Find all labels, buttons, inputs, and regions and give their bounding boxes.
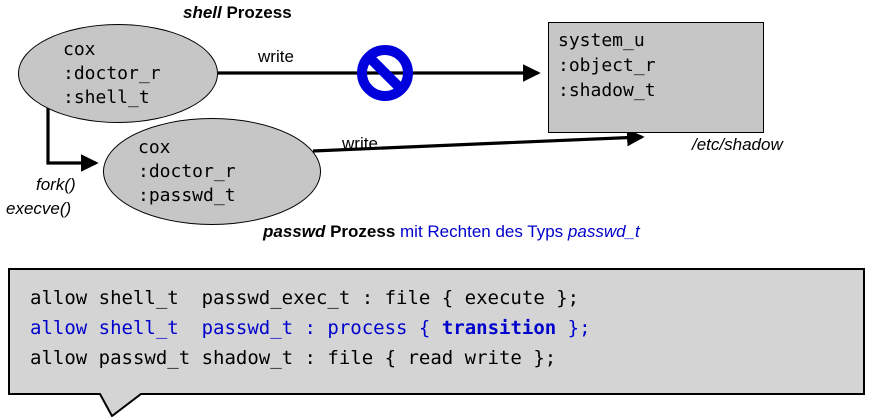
- passwd-process-caption: passwd Prozess mit Rechten des Typs pass…: [263, 222, 640, 241]
- shadow-role-label: :object_r: [558, 55, 656, 76]
- passwd-process-node: cox :doctor_r :passwd_t: [103, 118, 321, 225]
- shell-process-title: shell Prozess: [183, 3, 292, 22]
- fork-label: fork(): [36, 175, 76, 194]
- fork-execve-arrow: [46, 103, 99, 172]
- write-label-bottom: write: [342, 134, 378, 153]
- prohibition-icon: [357, 45, 413, 101]
- passwd-user-label: cox: [138, 136, 171, 158]
- shell-role-label: :doctor_r: [63, 62, 161, 84]
- shell-type-label: :shell_t: [63, 86, 150, 108]
- shadow-type-label: :shadow_t: [558, 80, 656, 101]
- passwd-type-label: :passwd_t: [138, 184, 236, 206]
- allow-rule-transition: allow shell_t passwd_t : process { trans…: [30, 317, 591, 339]
- write-arrow-allowed: [312, 128, 645, 153]
- code-callout-bubble: [8, 268, 865, 417]
- shadow-user-label: system_u: [558, 30, 645, 51]
- etc-shadow-path-label: /etc/shadow: [692, 135, 783, 154]
- allow-rule-exec: allow shell_t passwd_exec_t : file { exe…: [30, 287, 580, 309]
- shell-process-node: cox :doctor_r :shell_t: [18, 24, 218, 123]
- shadow-file-node: system_u :object_r :shadow_t: [548, 22, 764, 133]
- execve-label: execve(): [6, 199, 72, 218]
- shell-user-label: cox: [63, 38, 96, 60]
- allow-rule-readwrite: allow passwd_t shadow_t : file { read wr…: [30, 347, 557, 369]
- write-label-top: write: [258, 47, 294, 66]
- policy-rules-code: allow shell_t passwd_exec_t : file { exe…: [30, 283, 591, 373]
- passwd-role-label: :doctor_r: [138, 160, 236, 182]
